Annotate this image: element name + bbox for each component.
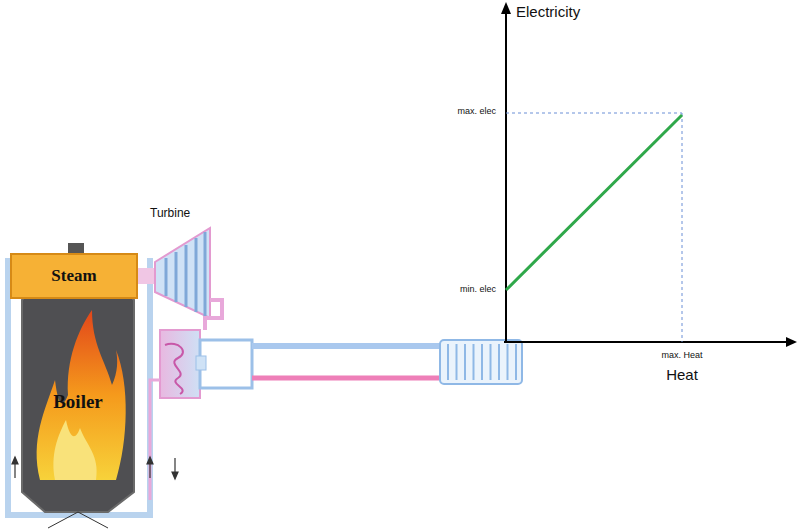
node-text: Boiler — [53, 391, 103, 413]
max-heat-guide — [682, 113, 683, 342]
radiator-fin — [481, 344, 483, 380]
radiator-fin — [464, 344, 466, 380]
flow-arrows — [12, 457, 178, 479]
exchanger-port — [196, 356, 206, 370]
radiator — [440, 340, 522, 384]
max-elec-guide — [506, 113, 682, 114]
axis-title: Heat — [666, 366, 698, 383]
chimney — [68, 243, 84, 253]
flame — [37, 310, 126, 480]
boiler-label-box: Boiler — [43, 387, 113, 417]
radiator-fin — [490, 344, 492, 380]
flame-core — [53, 420, 96, 480]
part-name: Turbine — [150, 206, 190, 220]
heat-exchanger — [160, 330, 200, 398]
supply-pipe — [252, 343, 445, 349]
exhaust-pipe — [205, 300, 222, 330]
radiator-fin — [456, 344, 458, 380]
return-pipe — [252, 376, 445, 381]
radiator-fin — [473, 344, 475, 380]
axis-title: Electricity — [516, 3, 580, 20]
axis-tick: max. Heat — [661, 350, 702, 360]
node-text: Steam — [51, 266, 96, 286]
axis-tick: max. elec — [457, 106, 496, 116]
radiator-fin — [515, 344, 517, 380]
y-axis — [505, 12, 507, 342]
steam-drum: Steam — [10, 253, 138, 299]
x-axis — [504, 341, 790, 343]
condensate-pipe — [150, 380, 160, 500]
exchanger-tank — [200, 340, 252, 388]
exchanger-coil — [165, 344, 183, 394]
axis-tick: min. elec — [460, 284, 496, 294]
radiator-fin — [447, 344, 449, 380]
radiator-fin — [507, 344, 509, 380]
operating-line — [506, 115, 682, 290]
turbine — [155, 228, 210, 318]
radiator-fin — [498, 344, 500, 380]
burner-lines — [48, 512, 108, 528]
boiler-chamber — [22, 282, 134, 512]
y-axis-head — [501, 2, 511, 14]
x-axis-head — [786, 337, 797, 347]
